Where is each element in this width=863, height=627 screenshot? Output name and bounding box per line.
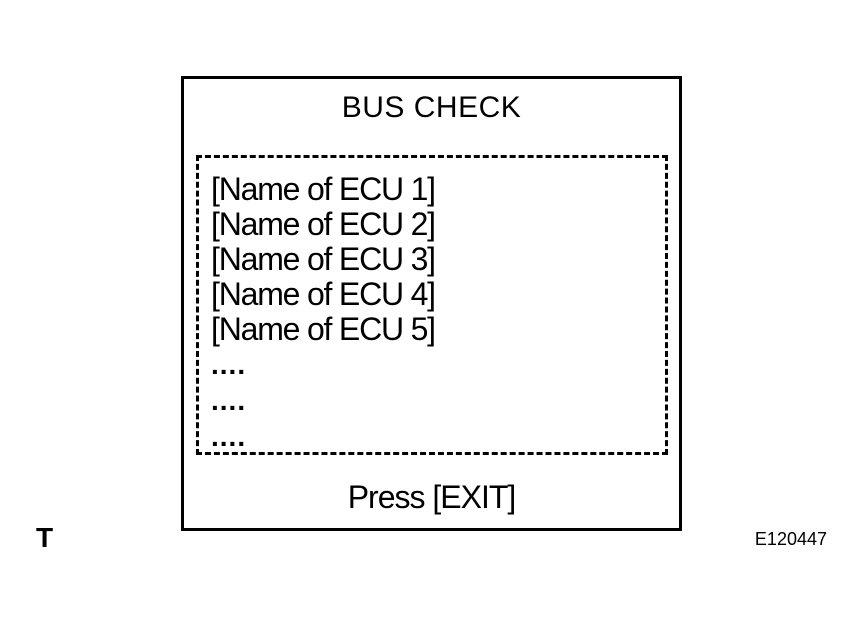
ecu-list-ellipsis: ....: [211, 421, 247, 452]
figure-id: E120447: [754, 529, 827, 549]
corner-mark: T: [36, 522, 54, 553]
ecu-list-item[interactable]: [Name of ECU 3]: [211, 241, 436, 277]
ecu-list-ellipsis: ....: [211, 349, 247, 380]
ecu-list-box: [Name of ECU 1] [Name of ECU 2] [Name of…: [196, 155, 668, 455]
ecu-list: [Name of ECU 1] [Name of ECU 2] [Name of…: [211, 171, 436, 455]
screen-title: BUS CHECK: [341, 91, 522, 124]
ecu-list-item[interactable]: [Name of ECU 1]: [211, 171, 436, 207]
ecu-list-item[interactable]: [Name of ECU 2]: [211, 206, 436, 242]
tester-screen: BUS CHECK [Name of ECU 1] [Name of ECU 2…: [181, 76, 682, 531]
ecu-list-ellipsis: ....: [211, 385, 247, 416]
exit-prompt[interactable]: Press [EXIT]: [347, 479, 517, 515]
ecu-list-item[interactable]: [Name of ECU 5]: [211, 311, 436, 347]
ecu-list-item[interactable]: [Name of ECU 4]: [211, 276, 436, 312]
